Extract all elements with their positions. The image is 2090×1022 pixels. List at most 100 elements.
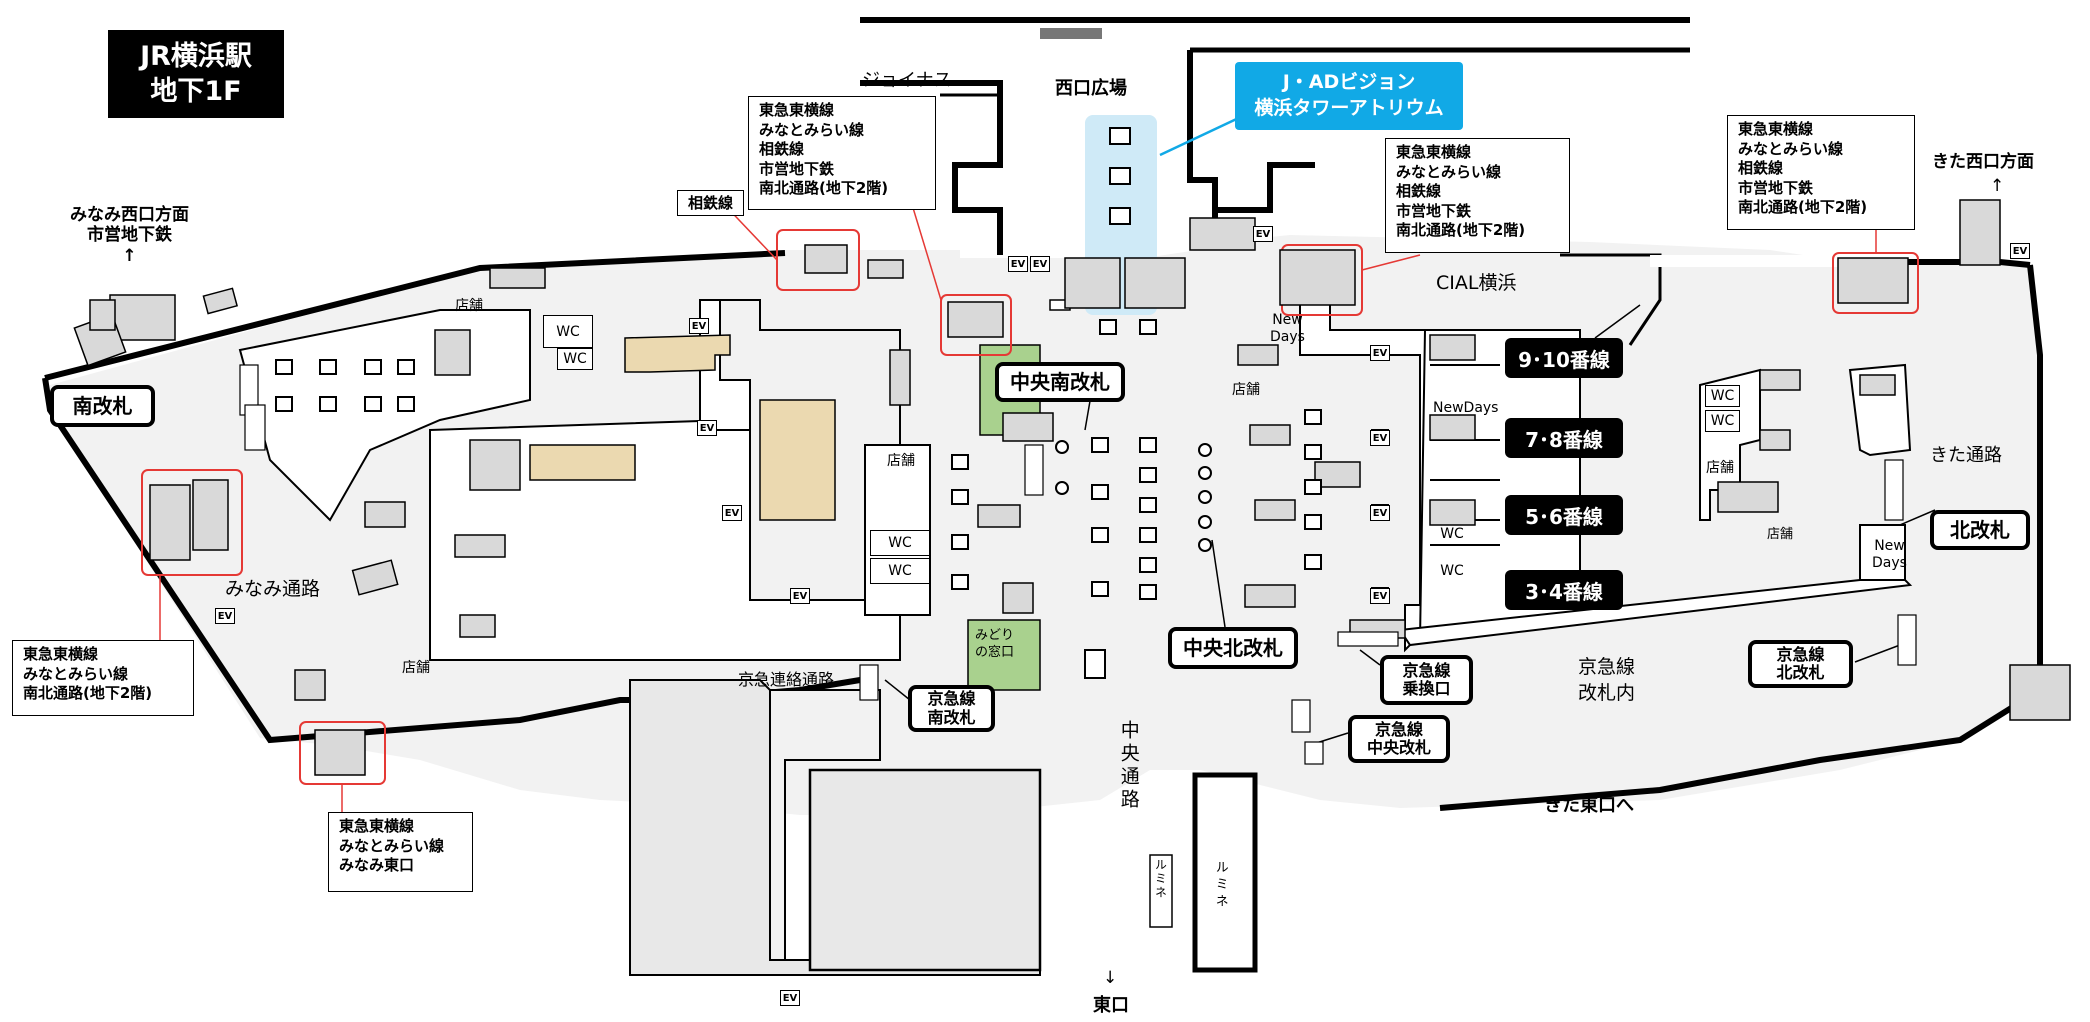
- callout-line: [1361, 254, 1421, 271]
- label-shop: 店舗: [1767, 527, 1794, 542]
- shop-tan: [529, 444, 636, 481]
- info-line: 東急東横線: [1738, 120, 1814, 138]
- info-line: 相鉄線: [1396, 182, 1442, 200]
- label-newdays-line1: New: [1874, 538, 1905, 554]
- label-minami-tsuro: みなみ通路: [225, 578, 321, 600]
- label-minami-nishi: みなみ西口方面 市営地下鉄 ↑: [70, 205, 189, 266]
- pointer-line: [1854, 644, 1901, 663]
- label-chuo-tsuro: 中央通路: [1117, 720, 1140, 812]
- info-box-transfer: 東急東横線 みなとみらい線 みなみ東口: [328, 812, 473, 892]
- gate-keikyu-norikae[interactable]: 京急線 乗換口: [1380, 655, 1473, 705]
- label-joinus: ジョイナス: [862, 70, 952, 91]
- info-line: 南北通路(地下2階): [1396, 221, 1526, 239]
- wc-sign: WC: [870, 530, 930, 556]
- gate-keikyu-kita-line2: 北改札: [1776, 663, 1825, 682]
- elevator-icon: EV: [1008, 256, 1028, 272]
- gate-kita[interactable]: 北改札: [1930, 510, 2030, 550]
- gate-keikyu-minami-line1: 京急線: [927, 689, 976, 709]
- vision-line1: J・ADビジョン: [1282, 71, 1416, 94]
- gate-keikyu-chuo-line1: 京急線: [1374, 719, 1423, 739]
- plaza-wall: [860, 80, 1003, 255]
- arrow-up-icon: ↑: [1990, 176, 2005, 196]
- info-line: みなとみらい線: [759, 120, 865, 139]
- label-kita-tsuro: きた通路: [1930, 445, 2002, 466]
- elevator-icon: EV: [1370, 588, 1390, 604]
- label-sotetsu: 相鉄線: [677, 190, 745, 216]
- label-midori-line2: の窓口: [975, 644, 1015, 660]
- info-line: 市営地下鉄: [759, 159, 835, 178]
- gate-chuo-minami[interactable]: 中央南改札: [995, 362, 1125, 402]
- gate-keikyu-kita[interactable]: 京急線 北改札: [1748, 640, 1853, 688]
- label-cial: CIAL横浜: [1436, 272, 1517, 294]
- label-newdays-line1: New: [1272, 312, 1303, 328]
- label-shop: 店舗: [887, 453, 915, 469]
- gate-keikyu-norikae-line1: 京急線: [1402, 660, 1451, 680]
- stair-highlight: [141, 469, 243, 576]
- inner-block: [769, 689, 881, 961]
- wc-sign: WC: [1705, 385, 1740, 407]
- wc-sign: WC: [1440, 563, 1464, 579]
- midori-window: [967, 619, 1041, 691]
- inner-block: [808, 768, 1042, 972]
- elevator-icon: EV: [697, 420, 717, 436]
- info-line: 相鉄線: [759, 140, 805, 158]
- label-newdays-line2: Days: [1270, 328, 1305, 345]
- outer-wall: [1439, 264, 2043, 811]
- pointer-line: [1359, 649, 1381, 666]
- label-lumine-small: ルミネ: [1153, 858, 1168, 900]
- wc-sign: WC: [1440, 526, 1464, 542]
- platform-7-8[interactable]: 7･8番線: [1505, 418, 1623, 458]
- pointer-line: [1594, 304, 1641, 339]
- label-lumine: ルミネ: [1212, 860, 1228, 911]
- info-line: みなみ東口: [339, 856, 415, 874]
- wc-sign: WC: [870, 558, 930, 584]
- label-keikyu-renraku: 京急連絡通路: [738, 670, 835, 689]
- concourse-floor: [50, 235, 2040, 815]
- info-line: みなとみらい線: [1738, 139, 1844, 158]
- lumine-sign: [1149, 854, 1173, 928]
- pointer-line: [884, 679, 911, 701]
- info-line: 東急東横線: [339, 817, 415, 835]
- info-box-transfer: 東急東横線 みなとみらい線 相鉄線 市営地下鉄 南北通路(地下2階): [1385, 138, 1570, 253]
- shop-tan: [624, 334, 731, 373]
- label-midori-line1: みどり: [975, 628, 1015, 643]
- gate-chuo-kita[interactable]: 中央北改札: [1168, 627, 1298, 669]
- wc-sign: WC: [557, 348, 593, 370]
- info-box-transfer: 東急東横線 みなとみらい線 南北通路(地下2階): [12, 640, 194, 716]
- gate-columns: [239, 364, 1917, 765]
- info-line: みなとみらい線: [1396, 162, 1502, 181]
- stair-highlight: [940, 294, 1012, 356]
- info-box-transfer: 東急東横線 みなとみらい線 相鉄線 市営地下鉄 南北通路(地下2階): [1727, 115, 1915, 230]
- info-line: 東急東横線: [1396, 143, 1472, 161]
- label-midori-window: みどり の窓口: [975, 628, 1014, 662]
- gate-minami[interactable]: 南改札: [50, 385, 155, 427]
- pillars: [275, 127, 1389, 679]
- outer-wall: [44, 250, 786, 381]
- elevator-icon: EV: [780, 990, 800, 1006]
- elevator-icon: EV: [1370, 430, 1390, 446]
- gate-keikyu-minami[interactable]: 京急線 南改札: [908, 685, 995, 732]
- label-newdays: New Days: [1270, 312, 1305, 346]
- gate-keikyu-norikae-line2: 乗換口: [1402, 679, 1451, 698]
- plaza-wall: [1215, 162, 1315, 213]
- inner-block: [1398, 579, 1913, 647]
- pointer-line: [1211, 539, 1226, 628]
- info-line: みなとみらい線: [339, 836, 445, 855]
- info-line: 東急東横線: [23, 645, 99, 663]
- label-shop: 店舗: [402, 660, 430, 676]
- info-line: 南北通路(地下2階): [1738, 198, 1868, 216]
- elevator-icon: EV: [790, 588, 810, 604]
- label-newdays: NewDays: [1433, 400, 1499, 416]
- platform-9-10[interactable]: 9･10番線: [1505, 338, 1623, 378]
- platform-5-6[interactable]: 5･6番線: [1505, 495, 1623, 535]
- platform-3-4[interactable]: 3･4番線: [1505, 570, 1623, 610]
- arrow-up-icon: ↑: [122, 245, 137, 266]
- gate-keikyu-chuo[interactable]: 京急線 中央改札: [1348, 715, 1450, 763]
- elevator-icon: EV: [1253, 226, 1273, 242]
- label-keikyu-kaisatsunai-line2: 改札内: [1578, 681, 1636, 704]
- info-line: 市営地下鉄: [1738, 178, 1814, 197]
- info-line: 東急東横線: [759, 101, 835, 119]
- map-title-line1: JR横浜駅: [140, 40, 252, 72]
- atrium-pointer: [1159, 113, 1246, 157]
